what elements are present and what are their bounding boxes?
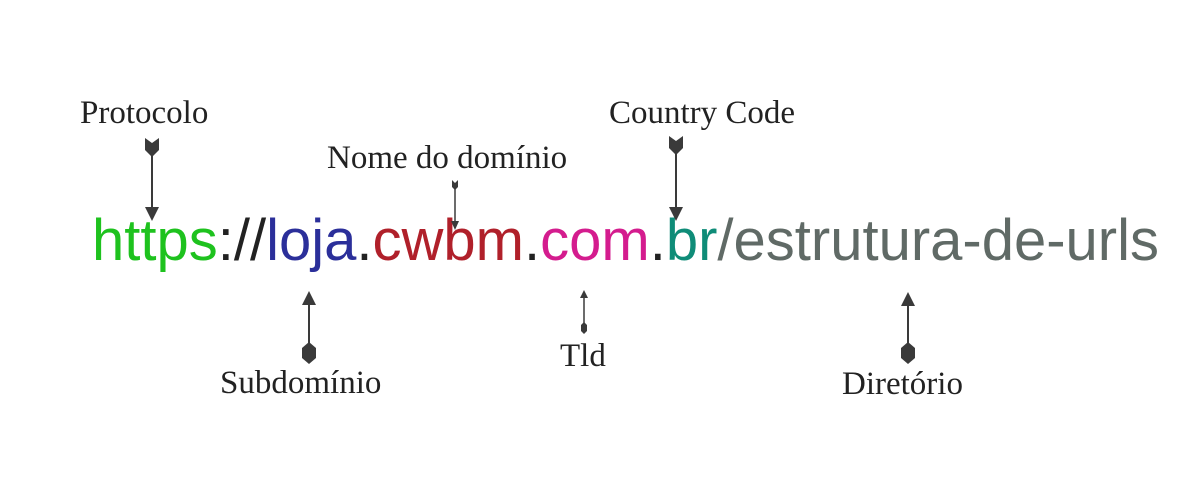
arrow-country-code <box>669 136 683 221</box>
arrow-subdominio <box>302 291 316 364</box>
arrow-tld <box>580 290 588 334</box>
label-country-code: Country Code <box>609 95 796 131</box>
url-dot: . <box>523 208 541 273</box>
url-path: estrutura-de-urls <box>733 208 1159 273</box>
label-protocolo: Protocolo <box>80 95 209 131</box>
url-example: https://loja.cwbm.com.br/estrutura-de-ur… <box>92 212 1159 270</box>
arrow-nome-do-dominio <box>451 180 459 230</box>
arrow-protocolo <box>145 138 159 221</box>
label-subdominio: Subdomínio <box>220 365 382 401</box>
url-protocol: https <box>92 208 218 273</box>
label-tld: Tld <box>560 338 606 374</box>
url-subdomain: loja <box>266 208 357 273</box>
label-nome-do-dominio: Nome do domínio <box>327 140 568 176</box>
url-tld: com <box>540 208 650 273</box>
url-dot: . <box>649 208 666 273</box>
label-diretorio: Diretório <box>842 366 963 402</box>
url-country: br <box>665 208 718 273</box>
url-slash: / <box>717 208 734 273</box>
url-separator: :// <box>217 208 267 273</box>
arrow-diretorio <box>901 292 915 364</box>
url-domain: cwbm <box>372 208 524 273</box>
url-dot: . <box>356 208 373 273</box>
